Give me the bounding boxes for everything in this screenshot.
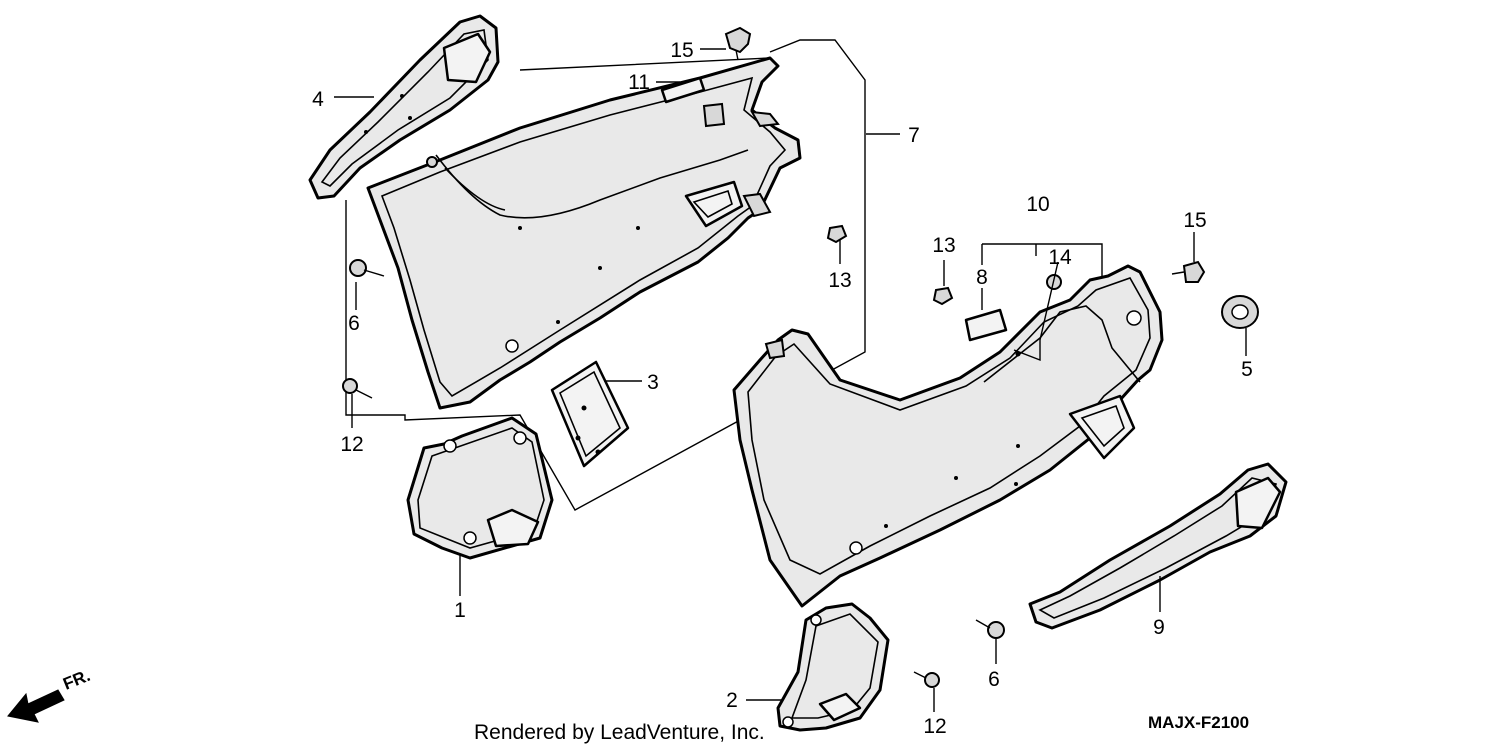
part-10-right-inner-cover[interactable]: [732, 264, 1164, 608]
part-4-left-grab-rail[interactable]: [308, 14, 500, 200]
part-11-label[interactable]: [660, 76, 706, 104]
callout-12-left: 12: [340, 433, 363, 456]
callout-15-right: 15: [1183, 209, 1206, 232]
callout-12-right: 12: [923, 715, 946, 738]
callout-3: 3: [647, 371, 659, 394]
part-13-nut-middle[interactable]: [826, 224, 848, 244]
callout-7: 7: [908, 124, 920, 147]
part-12-screw-left[interactable]: [342, 378, 373, 399]
callout-13-right: 13: [932, 234, 955, 257]
part-9-right-grab-rail[interactable]: [1028, 462, 1288, 630]
part-15-clip-top[interactable]: [724, 26, 752, 61]
callout-6-right: 6: [988, 668, 1000, 691]
part-1-lower-left-cover[interactable]: [406, 416, 554, 560]
part-7-assembly-bracket: [345, 39, 866, 511]
part-7-left-inner-cover[interactable]: [366, 56, 802, 410]
callout-14: 14: [1048, 246, 1072, 269]
part-5-cushion[interactable]: [1221, 295, 1259, 329]
callout-10: 10: [1026, 193, 1049, 216]
callout-11: 11: [628, 71, 650, 94]
part-3-panel[interactable]: [550, 360, 630, 468]
part-15-clip-right[interactable]: [1171, 260, 1206, 283]
part-6-screw-left[interactable]: [349, 259, 385, 277]
part-2-lower-right-cover[interactable]: [776, 602, 890, 732]
part-8-pad[interactable]: [964, 308, 1008, 342]
callout-9: 9: [1153, 616, 1165, 639]
render-credit: Rendered by LeadVenture, Inc.: [474, 721, 765, 744]
front-direction-label: FR.: [60, 666, 93, 694]
callout-8: 8: [976, 266, 988, 289]
callout-6-left: 6: [348, 312, 360, 335]
callout-2: 2: [726, 689, 738, 712]
callout-15-top: 15: [670, 39, 693, 62]
callout-13-middle: 13: [828, 269, 851, 292]
diagram-code: MAJX-F2100: [1148, 713, 1249, 732]
part-13-nut-right[interactable]: [932, 286, 954, 306]
part-12-screw-right[interactable]: [913, 671, 940, 688]
callout-1: 1: [454, 599, 466, 622]
callout-5: 5: [1241, 358, 1253, 381]
callout-4: 4: [312, 88, 324, 111]
part-6-screw-right[interactable]: [975, 619, 1005, 639]
front-direction-arrow-icon: [7, 689, 65, 723]
leader-lines: [334, 48, 1247, 712]
